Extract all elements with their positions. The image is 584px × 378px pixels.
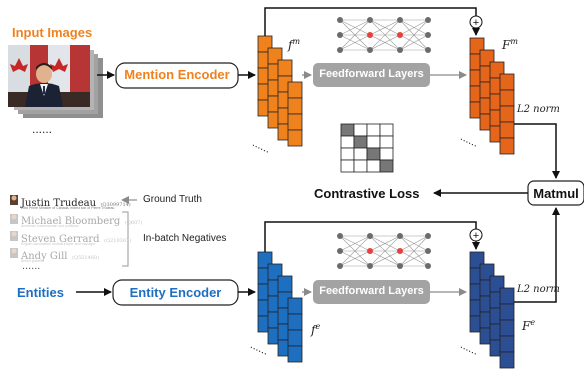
input-photo <box>8 45 90 107</box>
Fm-label-base: F <box>502 38 511 52</box>
skip-connection-bottom <box>264 221 477 252</box>
entity-desc-1: American businessman and politician <box>21 224 79 228</box>
Fe-stack-ellipsis: ...... <box>458 339 480 358</box>
feedforward-label-bottom: Feedforward Layers <box>319 285 424 297</box>
l2-norm-top-label: L2 norm <box>517 104 560 115</box>
residual-add-top-plus: + <box>473 17 479 29</box>
fm-label-sup: m <box>292 37 301 46</box>
entities-label: Entities <box>17 285 64 300</box>
Fe-label: Fe <box>522 318 535 333</box>
entity-list-row-3: Andy Gill (Q551460) <box>21 246 99 264</box>
entity-list-row-1: Michael Bloomberg (Q607) <box>21 211 142 229</box>
skip-connection-top <box>264 7 477 36</box>
entity-name: Michael Bloomberg <box>21 216 121 227</box>
entity-avatars <box>10 195 18 258</box>
entity-name: Andy Gill <box>21 251 68 262</box>
fe-embedding-stack <box>257 251 303 363</box>
Fm-label-sup: m <box>510 37 518 46</box>
entity-id: (Q3099714) <box>100 202 131 208</box>
matmul-label: Matmul <box>533 186 579 201</box>
fe-stack-ellipsis: ...... <box>248 339 270 358</box>
feedforward-network-icon-top <box>337 17 431 53</box>
fe-label-sup: e <box>315 322 321 331</box>
Fm-stack-ellipsis: ...... <box>458 131 480 150</box>
fm-label-base: f <box>288 38 293 52</box>
entity-name: Steven Gerrard <box>21 234 100 245</box>
feedforward-network-icon-bottom <box>337 233 431 269</box>
entity-desc-0: 23rd Prime Minister of Canada, eldest so… <box>21 206 115 210</box>
Fm-embedding-stack <box>469 37 515 155</box>
entity-desc-2: English association football player and … <box>21 242 96 246</box>
l2-norm-bottom-label: L2 norm <box>517 284 560 295</box>
negatives-bracket <box>122 211 129 267</box>
entity-desc-3: British guitarist <box>21 259 44 263</box>
ground-truth-label: Ground Truth <box>143 194 202 205</box>
feedforward-box-bottom <box>313 280 430 304</box>
image-stack-ellipsis: ...... <box>32 122 52 136</box>
Fe-label-sup: e <box>530 318 536 327</box>
entity-encoder-label: Entity Encoder <box>129 285 222 300</box>
entity-id: (Q551460) <box>71 255 100 261</box>
fm-embedding-stack <box>257 35 303 147</box>
arrow-Fm-to-matmul <box>514 123 560 179</box>
fe-label-base: f <box>311 323 316 337</box>
feedforward-box-top <box>313 63 430 87</box>
fe-label: fe <box>311 322 320 337</box>
entity-list-row-0: Justin Trudeau (Q3099714) <box>21 193 131 211</box>
input-images-label: Input Images <box>12 25 93 40</box>
mention-encoder-label: Mention Encoder <box>124 67 230 82</box>
fm-label: fm <box>288 37 300 52</box>
Fm-label: Fm <box>502 37 518 52</box>
fm-stack-ellipsis: ...... <box>250 137 272 156</box>
residual-add-bottom-plus: + <box>473 230 479 242</box>
entity-list-row-2: Steven Gerrard (Q210367) <box>21 229 131 247</box>
arrow-Fe-to-matmul <box>514 207 560 303</box>
Fe-label-base: F <box>522 319 531 333</box>
contrastive-loss-label: Contrastive Loss <box>314 186 420 201</box>
input-image-stack <box>8 45 103 118</box>
entity-id: (Q210367) <box>104 238 132 244</box>
similarity-matrix <box>340 123 394 173</box>
entity-id: (Q607) <box>124 220 143 226</box>
entity-name: Justin Trudeau <box>21 198 97 209</box>
entity-list-ellipsis: ...... <box>22 260 41 272</box>
in-batch-negatives-label: In-batch Negatives <box>143 233 227 244</box>
feedforward-label-top: Feedforward Layers <box>319 68 424 80</box>
Fe-embedding-stack <box>469 251 515 369</box>
